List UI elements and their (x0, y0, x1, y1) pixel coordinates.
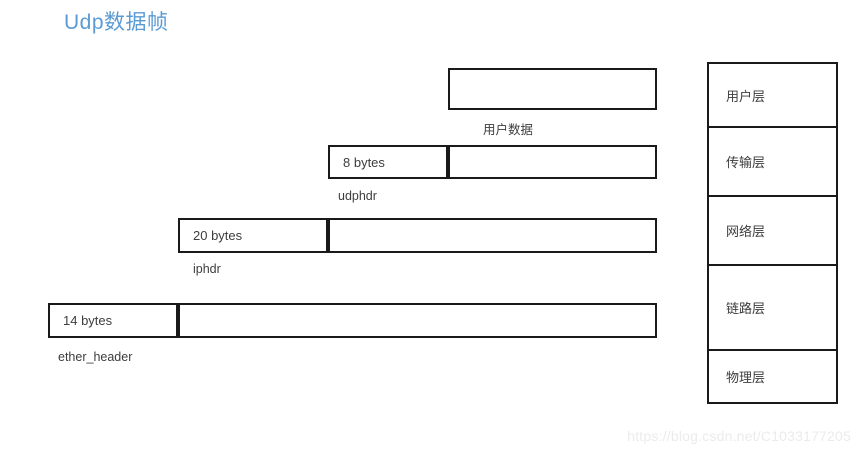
ip-payload-box (328, 218, 657, 253)
layer-box-transport: 传输层 (707, 126, 838, 197)
udp-header-size-label: 8 bytes (343, 154, 385, 170)
layer-box-network: 网络层 (707, 195, 838, 266)
layer-box-link: 链路层 (707, 264, 838, 351)
udp-header-box: 8 bytes (328, 145, 448, 179)
layer-label-link: 链路层 (726, 301, 766, 316)
layer-label-network: 网络层 (726, 224, 766, 239)
user-data-caption: 用户数据 (483, 123, 534, 137)
user-data-payload-box (448, 68, 657, 110)
ip-header-box: 20 bytes (178, 218, 328, 253)
layer-box-user: 用户层 (707, 62, 838, 128)
layer-label-transport: 传输层 (726, 155, 766, 170)
udp-payload-box (448, 145, 657, 179)
ip-header-caption: iphdr (193, 262, 221, 276)
watermark-text: https://blog.csdn.net/C1033177205 (627, 428, 851, 444)
network-layer-stack: 用户层 传输层 网络层 链路层 物理层 (707, 62, 838, 412)
udp-header-caption: udphdr (338, 189, 377, 203)
layer-box-physical: 物理层 (707, 349, 838, 404)
ethernet-header-size-label: 14 bytes (63, 313, 113, 328)
ethernet-payload-box (178, 303, 657, 338)
ethernet-header-box: 14 bytes (48, 303, 178, 338)
ethernet-header-caption: ether_header (58, 350, 133, 364)
layer-label-physical: 物理层 (726, 370, 766, 385)
layer-label-user: 用户层 (726, 88, 766, 104)
ip-header-size-label: 20 bytes (193, 228, 243, 243)
page-title: Udp数据帧 (64, 11, 169, 34)
